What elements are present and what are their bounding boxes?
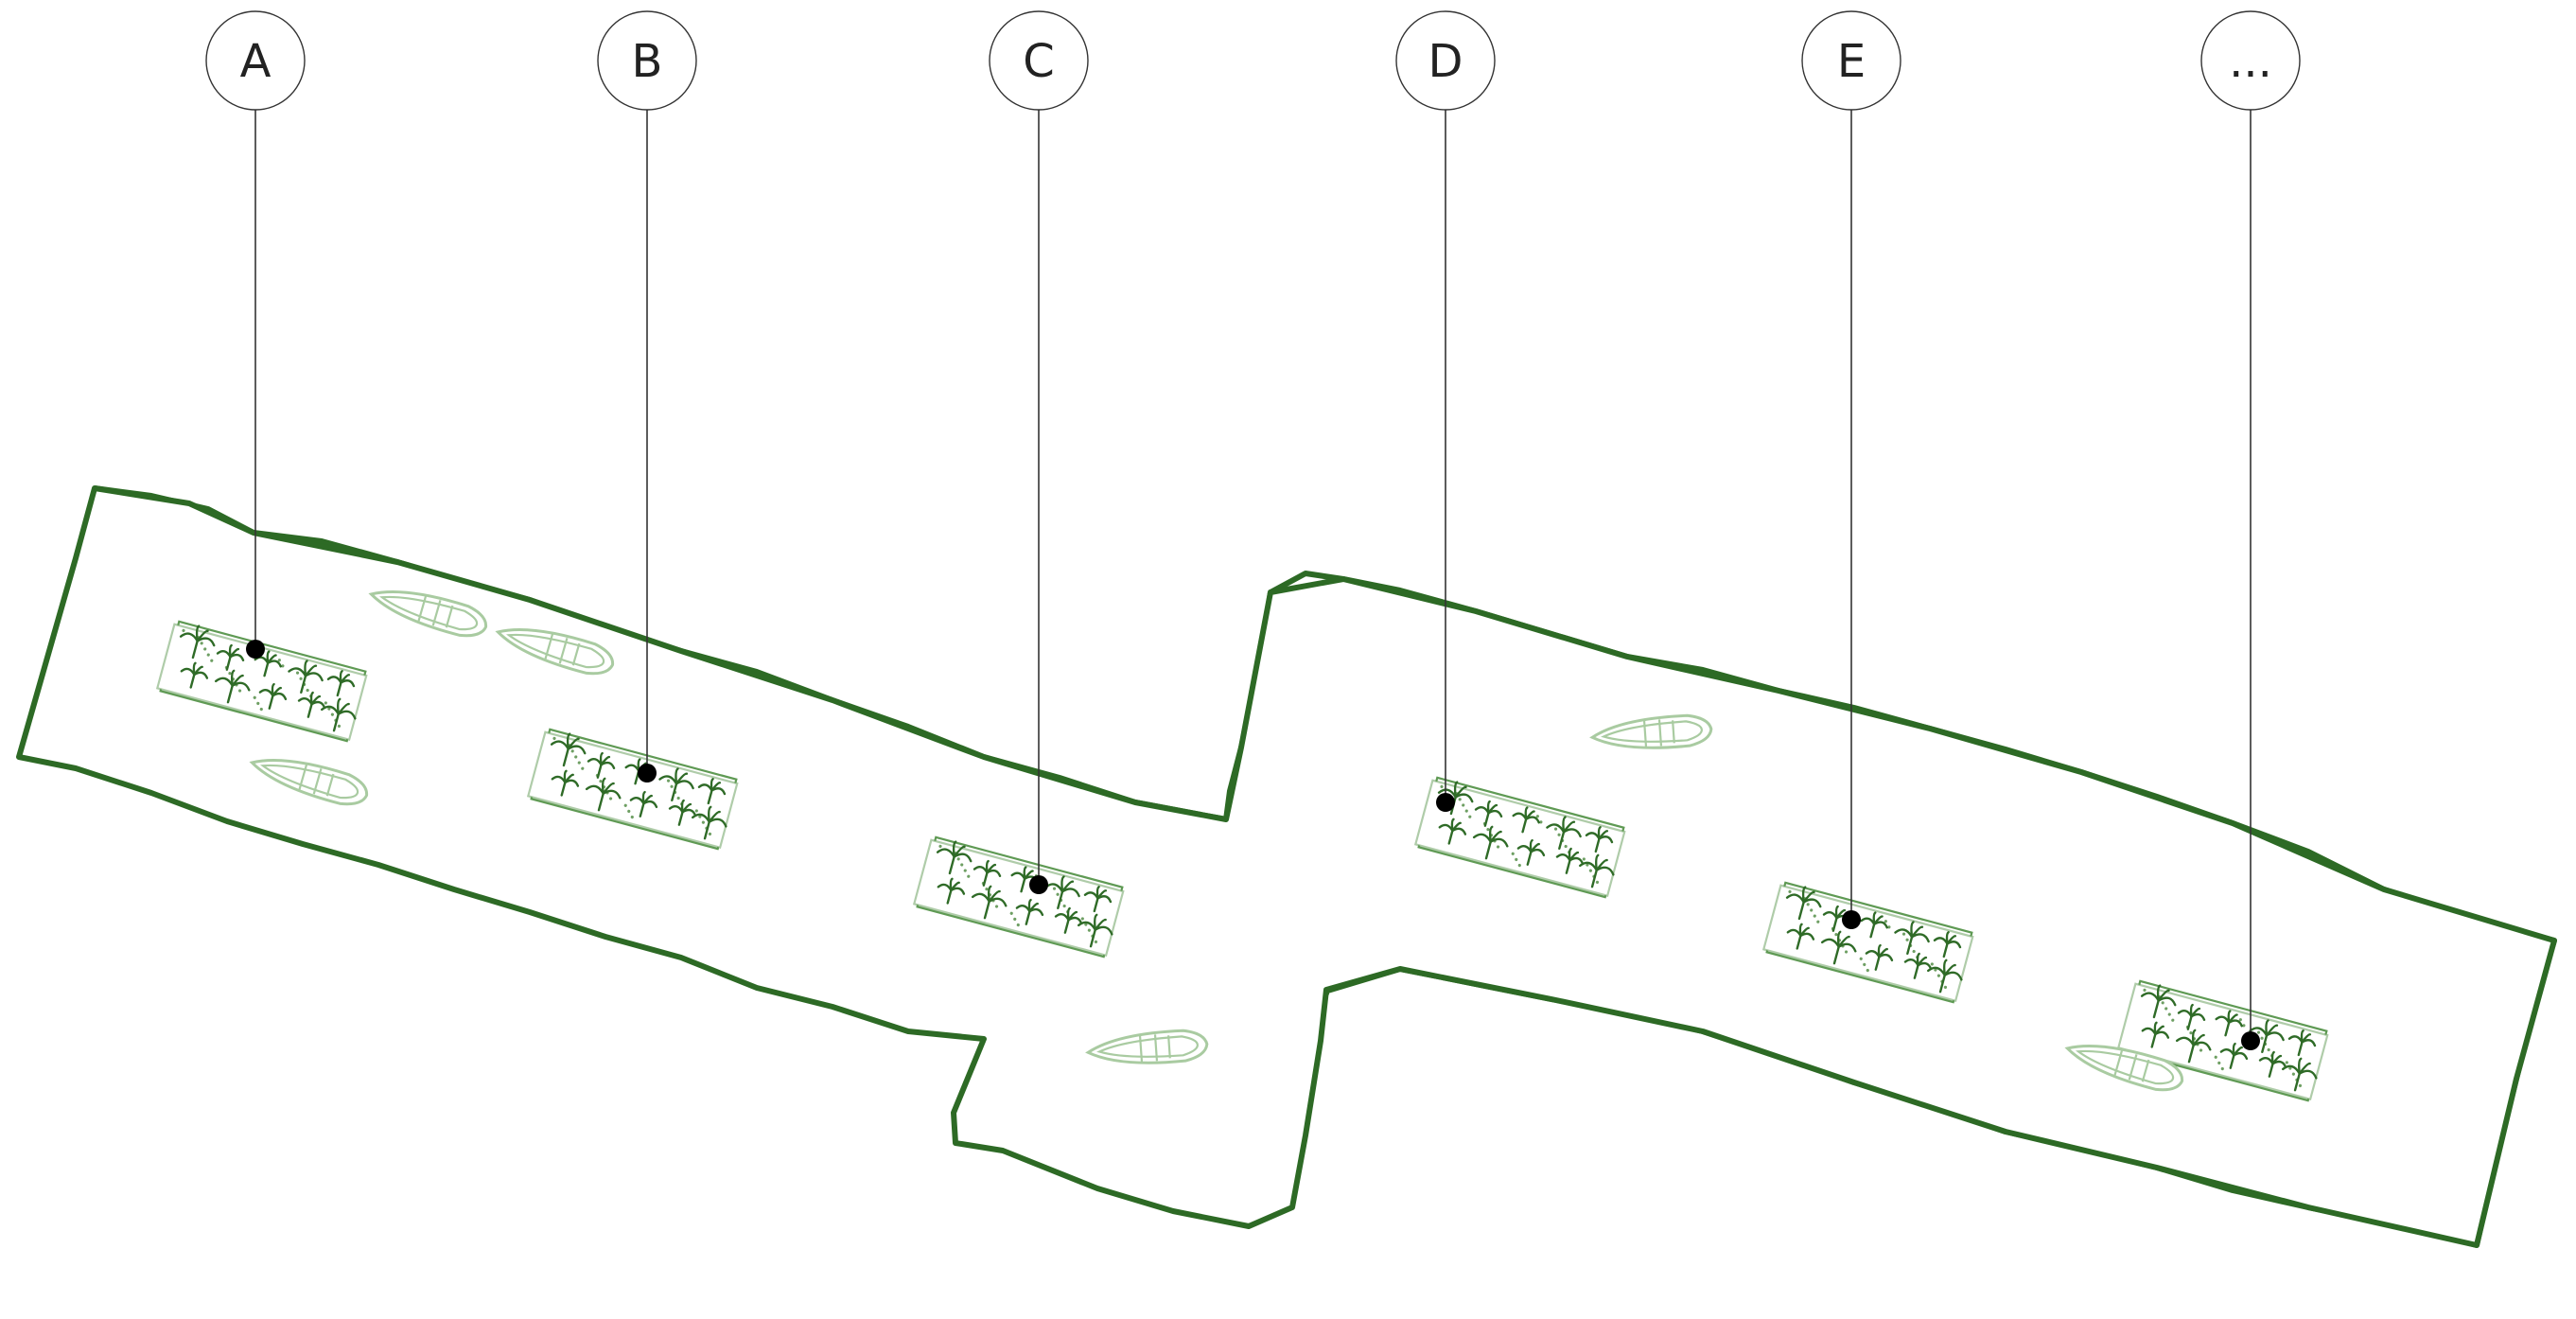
- palm-plant-icon: [288, 660, 324, 695]
- palm-plant-icon: [1516, 838, 1546, 866]
- palm-plant-icon: [2140, 984, 2177, 1019]
- callout-label: B: [632, 35, 663, 88]
- palm-plant-icon: [2175, 1029, 2212, 1064]
- palm-plant-icon: [1585, 826, 1614, 853]
- palm-plant-icon: [1786, 923, 1815, 950]
- palm-plant-icon: [2249, 1019, 2285, 1054]
- callout-marker: [1436, 793, 1455, 812]
- palm-plant-icon: [587, 751, 616, 779]
- boat-icon: [2064, 1044, 2184, 1092]
- planting-bed-icon: [1761, 881, 1974, 1004]
- canal-outline-main: [16, 485, 2557, 1248]
- palm-plant-icon: [585, 777, 622, 812]
- palm-plant-icon: [1555, 847, 1585, 874]
- boat-icon: [495, 627, 615, 676]
- palm-plant-icon: [629, 790, 658, 818]
- palm-plant-icon: [2177, 1003, 2206, 1030]
- palm-plant-icon: [2287, 1029, 2317, 1057]
- callout-marker: [1029, 875, 1048, 894]
- boats: [249, 589, 2184, 1092]
- palm-plant-icon: [1077, 913, 1113, 948]
- palm-plant-icon: [937, 877, 966, 905]
- callouts: A B C D E...: [205, 10, 2301, 1050]
- palm-plant-icon: [254, 650, 282, 677]
- planting-bed-icon: [526, 728, 739, 851]
- callout-label: D: [1428, 35, 1463, 88]
- palm-plant-icon: [297, 691, 326, 718]
- palm-plant-icon: [2215, 1010, 2243, 1037]
- boat-icon: [249, 758, 369, 806]
- callout-circle: [1801, 10, 1901, 111]
- palm-plant-icon: [1865, 943, 1894, 971]
- palm-plant-icon: [180, 661, 209, 689]
- palm-plant-icon: [214, 669, 251, 704]
- palm-plant-icon: [1438, 818, 1467, 845]
- callout-marker: [1842, 910, 1861, 929]
- palm-plant-icon: [1578, 853, 1615, 888]
- callout-marker: [2241, 1031, 2260, 1050]
- planting-bed-icon: [1413, 776, 1626, 899]
- palm-plant-icon: [1054, 906, 1083, 934]
- palm-plant-icon: [1015, 898, 1044, 925]
- palm-plant-icon: [658, 767, 694, 802]
- palm-plant-icon: [320, 697, 357, 732]
- callout-b: B: [597, 10, 697, 783]
- palm-plant-icon: [258, 682, 288, 710]
- palm-plant-icon: [1512, 806, 1540, 834]
- boat-icon: [368, 589, 488, 638]
- palm-plant-icon: [1474, 800, 1503, 827]
- palm-plant-icon: [2281, 1057, 2318, 1092]
- palm-plant-icon: [1894, 921, 1930, 956]
- callout-a: A: [205, 10, 306, 659]
- palm-plant-icon: [697, 778, 727, 805]
- palm-plant-icon: [1546, 816, 1582, 851]
- palm-plant-icon: [1903, 952, 1933, 979]
- palm-plant-icon: [216, 643, 245, 671]
- palm-plant-icon: [936, 840, 973, 875]
- palm-plant-icon: [1926, 958, 1963, 994]
- palm-plant-icon: [971, 885, 1008, 920]
- callout-circle: [205, 10, 306, 111]
- callout-label: C: [1023, 35, 1055, 88]
- palm-plant-icon: [973, 859, 1002, 887]
- callout-e: E: [1801, 10, 1901, 929]
- planting-bed-icon: [2116, 979, 2329, 1102]
- planting-beds: [155, 620, 2329, 1102]
- callout-circle: [1395, 10, 1496, 111]
- palm-plant-icon: [1472, 825, 1509, 860]
- palm-plant-icon: [2219, 1042, 2249, 1069]
- callout-circle: [597, 10, 697, 111]
- planting-bed-icon: [155, 620, 368, 743]
- callout-marker: [638, 764, 657, 783]
- palm-plant-icon: [1820, 930, 1857, 965]
- palm-plant-icon: [1083, 886, 1113, 913]
- callout-marker: [246, 640, 265, 659]
- palm-plant-icon: [668, 799, 697, 826]
- planting-bed-icon: [912, 835, 1125, 958]
- palm-plant-icon: [1933, 931, 1962, 958]
- palm-plant-icon: [326, 670, 356, 697]
- callout-label: E: [1837, 35, 1866, 88]
- callout-label: A: [240, 35, 272, 88]
- callout-d: D: [1395, 10, 1496, 812]
- callout-more: ...: [2200, 10, 2301, 1050]
- boat-icon: [1085, 1029, 1209, 1064]
- palm-plant-icon: [2141, 1021, 2170, 1048]
- callout-label: ...: [2229, 35, 2272, 88]
- palm-plant-icon: [1860, 911, 1888, 939]
- boat-icon: [1589, 713, 1713, 749]
- palm-plant-icon: [2258, 1050, 2287, 1078]
- palm-plant-icon: [691, 805, 727, 840]
- callout-circle: [2200, 10, 2301, 111]
- callout-circle: [989, 10, 1089, 111]
- palm-plant-icon: [179, 624, 216, 660]
- palm-plant-icon: [550, 732, 587, 767]
- callout-c: C: [989, 10, 1089, 894]
- palm-plant-icon: [551, 769, 580, 797]
- palm-plant-icon: [1785, 886, 1822, 921]
